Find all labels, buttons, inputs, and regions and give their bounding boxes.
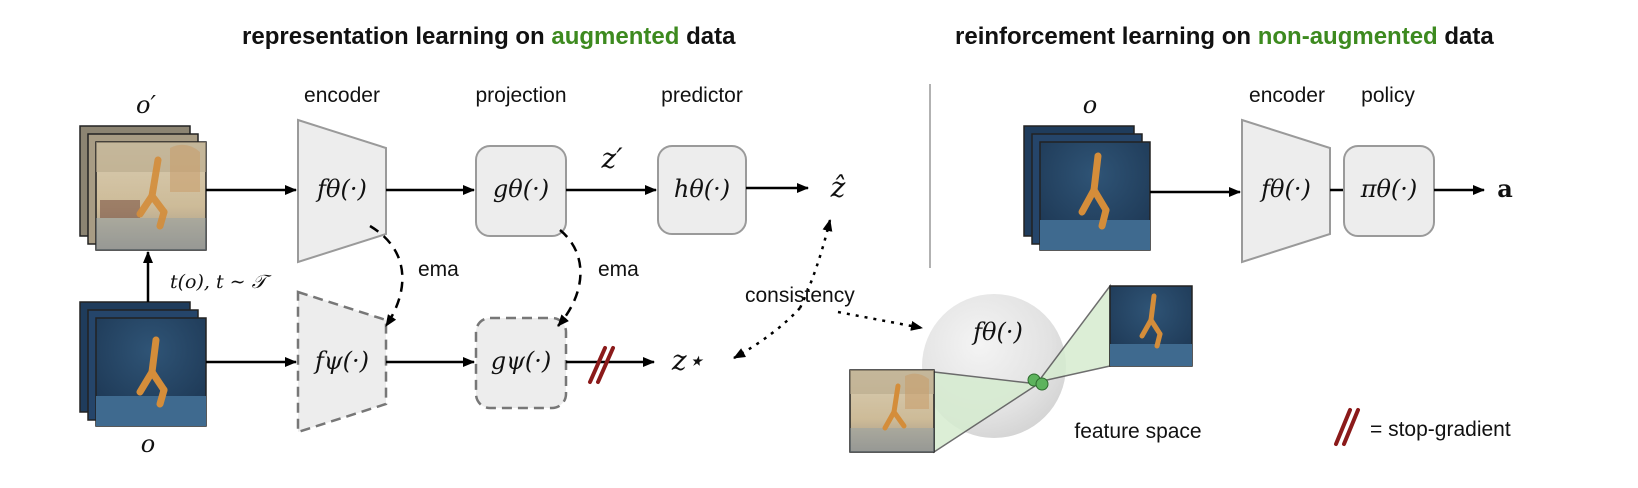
target-projection-label: gψ(·) [491,347,552,375]
rl-observation-stack [1023,125,1151,251]
online-projection-label: gθ(·) [493,175,549,203]
title-right: reinforcement learning on non-augmented … [955,23,1494,50]
predictor-label: hθ(·) [674,175,730,203]
feature-points [1027,373,1049,391]
title-left-highlight: augmented [551,23,679,50]
ema-arrow-projection [557,229,582,327]
stop-gradient-legend: = stop-gradient [1370,418,1511,441]
consistency-arrow-to-sphere [837,310,923,331]
online-projection: gθ(·) [475,145,567,237]
z-prime-label: z′ [600,142,623,175]
o-prime-label: o′ [136,91,156,119]
consistency-arrow-to-zstar [733,307,801,360]
target-encoder: fψ(·) [296,290,388,434]
feature-thumb-augmented [849,369,935,453]
policy: πθ(·) [1343,145,1435,237]
title-left-pre: representation learning on [242,23,551,50]
ema-label-2: ema [598,258,639,281]
title-right-pre: reinforcement learning on [955,23,1258,50]
target-projection: gψ(·) [474,316,568,410]
rl-frame-image [1039,141,1151,251]
stop-gradient-legend-mark [1334,408,1360,446]
title-right-post: data [1438,23,1495,50]
online-encoder-label: fθ(·) [315,175,367,203]
consistency-label: consistency [745,284,855,307]
policy-label: πθ(·) [1360,175,1418,203]
label-projection: projection [475,84,566,107]
augmentation-label: t(o), t ∼ 𝒯 [170,271,272,293]
consistency-arrow-to-zhat [798,219,833,309]
label-encoder-right: encoder [1249,84,1325,107]
sphere-encoder-label: fθ(·) [971,318,1023,346]
original-frame-image [95,317,207,427]
rl-encoder-label: fθ(·) [1259,175,1311,203]
title-left: representation learning on augmented dat… [242,23,736,50]
z-star-label: z⋆ [671,344,704,377]
o-bottom-label: o [141,430,155,458]
ema-label-1: ema [418,258,459,281]
augmented-observation-stack [79,125,207,251]
title-right-highlight: non-augmented [1258,23,1438,50]
target-encoder-label: fψ(·) [313,347,369,375]
z-hat-label: ẑ [830,171,846,204]
feature-thumb-original [1109,285,1193,367]
ema-arrow-encoder [369,224,404,327]
label-encoder: encoder [304,84,380,107]
original-observation-stack [79,301,207,427]
rl-encoder: fθ(·) [1241,118,1331,264]
label-policy: policy [1361,84,1415,107]
title-left-post: data [679,23,736,50]
label-predictor: predictor [661,84,743,107]
feature-space-label: feature space [1074,420,1201,443]
augmented-frame-image [95,141,207,251]
stop-gradient-mark [588,346,615,384]
predictor: hθ(·) [657,145,747,235]
o-right-label: o [1083,91,1097,119]
online-encoder: fθ(·) [297,118,387,264]
action-label: a [1497,174,1513,203]
